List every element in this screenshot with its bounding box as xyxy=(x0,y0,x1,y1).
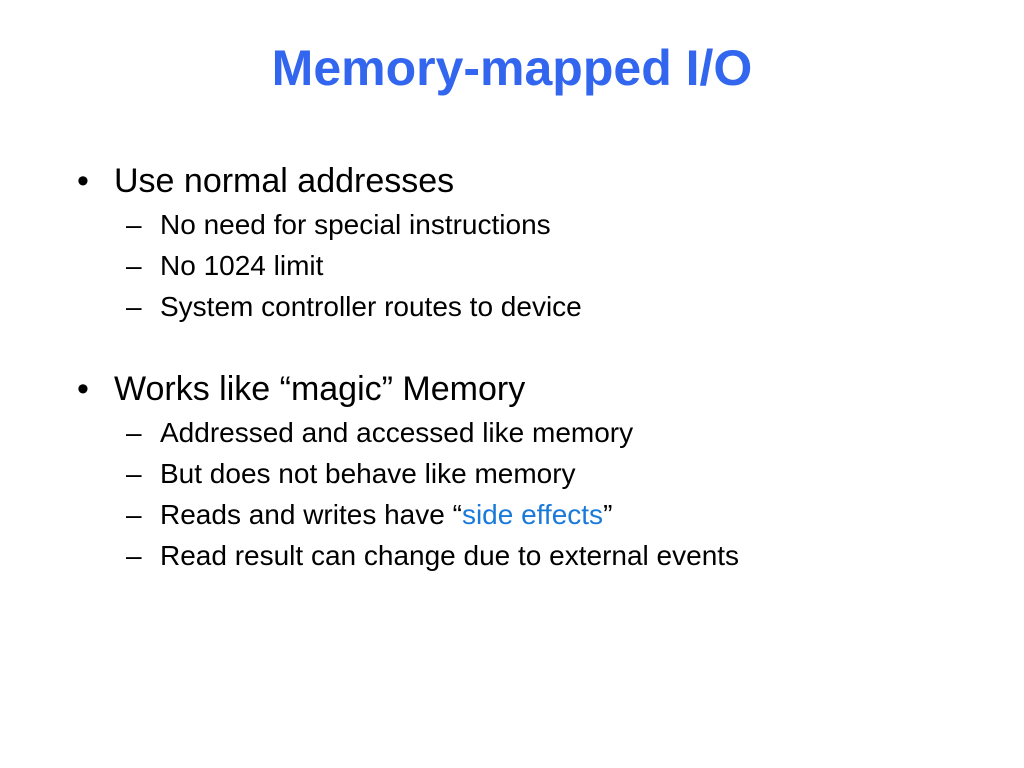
dash-marker: – xyxy=(126,291,142,322)
sub-item: – No 1024 limit xyxy=(126,245,974,286)
sub-item-side-effects: – Reads and writes have “side effects” xyxy=(126,494,974,535)
sub-text-after: ” xyxy=(603,499,613,530)
sub-text: System controller routes to device xyxy=(160,291,582,322)
dash-marker: – xyxy=(126,417,142,448)
sub-text: Read result can change due to external e… xyxy=(160,540,740,571)
bullet-text: Use normal addresses xyxy=(114,162,455,200)
sub-text: Addressed and accessed like memory xyxy=(160,417,634,448)
dash-marker: – xyxy=(126,250,142,281)
bullet-item: • Works like “magic” Memory xyxy=(74,366,974,412)
bullet-group-2: • Works like “magic” Memory – Addressed … xyxy=(74,366,974,576)
sub-item: – Addressed and accessed like memory xyxy=(126,412,974,453)
bullet-item: • Use normal addresses xyxy=(74,158,974,204)
dash-marker: – xyxy=(126,209,142,240)
sub-text-before: Reads and writes have “ xyxy=(160,499,462,530)
bullet-text: Works like “magic” Memory xyxy=(114,370,526,408)
sub-text: No 1024 limit xyxy=(160,250,324,281)
sub-list: – Addressed and accessed like memory – B… xyxy=(126,412,974,576)
slide-title: Memory-mapped I/O xyxy=(271,40,753,96)
dash-marker: – xyxy=(126,458,142,489)
sub-list: – No need for special instructions – No … xyxy=(126,204,974,327)
dash-marker: – xyxy=(126,540,142,571)
sub-item: – Read result can change due to external… xyxy=(126,535,974,576)
slide-content: • Use normal addresses – No need for spe… xyxy=(74,158,974,615)
sub-text: No need for special instructions xyxy=(160,209,551,240)
bullet-group-1: • Use normal addresses – No need for spe… xyxy=(74,158,974,327)
sub-item: – No need for special instructions xyxy=(126,204,974,245)
sub-text: But does not behave like memory xyxy=(160,458,576,489)
bullet-marker: • xyxy=(77,162,89,200)
sub-item: – System controller routes to device xyxy=(126,286,974,327)
sub-item: – But does not behave like memory xyxy=(126,453,974,494)
bullet-marker: • xyxy=(77,370,89,408)
side-effects-highlight: side effects xyxy=(461,499,604,530)
dash-marker: – xyxy=(126,499,142,530)
